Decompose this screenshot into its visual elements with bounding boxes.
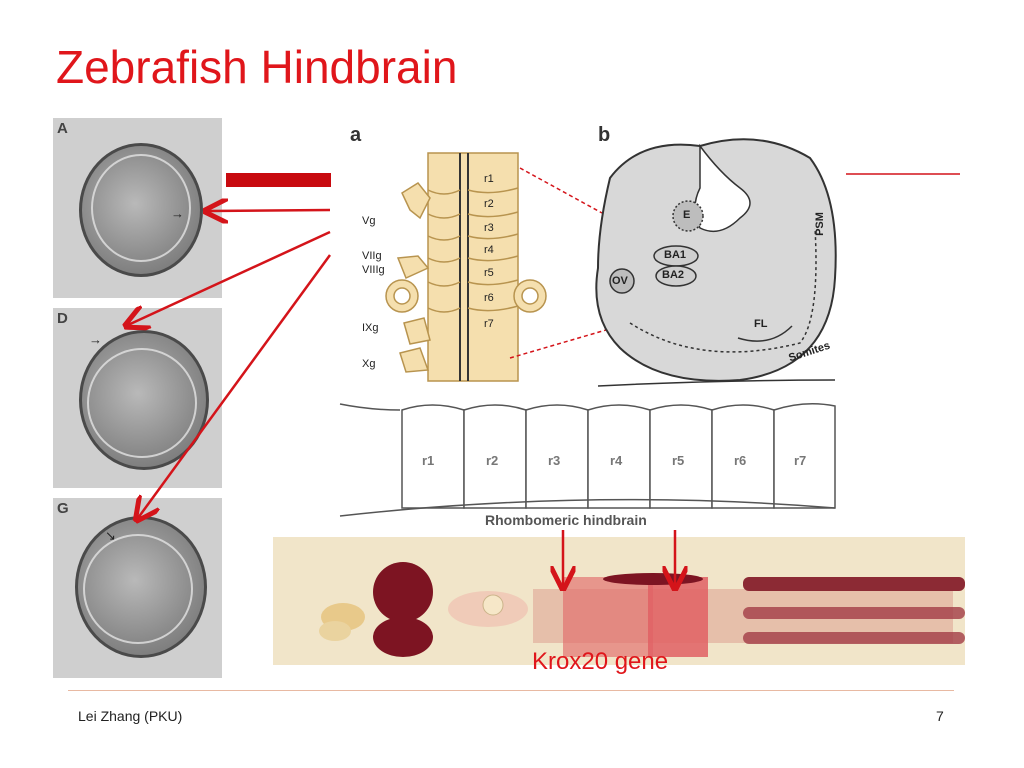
footer-author: Lei Zhang (PKU): [78, 708, 183, 724]
page-number: 7: [936, 708, 944, 724]
ganglion-label: VIIIg: [362, 264, 385, 276]
rhombomere-cell-label: r6: [734, 453, 747, 468]
rhombomere-label: r5: [484, 267, 494, 279]
ganglion-label: VIIg: [362, 250, 382, 262]
panel-label: A: [57, 120, 68, 137]
rhombomere-label: r6: [484, 292, 494, 304]
embryo-photo-a: A →: [53, 118, 222, 298]
structure-label: FL: [754, 318, 768, 330]
embryo-photo-d: D →: [53, 308, 222, 488]
embryo-photo-g: G ↘: [53, 498, 222, 678]
marker-arrow-icon: ↘: [105, 528, 116, 543]
panel-label: G: [57, 500, 69, 517]
rhombomere-label: r4: [484, 244, 494, 256]
ganglion-label: Vg: [362, 215, 376, 227]
hindbrain-diagram-drawing: [385, 138, 837, 387]
rhombomere-cell-label: r2: [486, 453, 499, 468]
rhombomere-label: r1: [484, 173, 494, 185]
rhombomere-cell-label: r4: [610, 453, 623, 468]
structure-label: BA1: [664, 249, 687, 261]
structure-label: E: [683, 209, 691, 221]
ganglion-label: Xg: [362, 358, 376, 370]
slide-title: Zebrafish Hindbrain: [56, 41, 458, 93]
rhombomere-caption: Rhombomeric hindbrain: [485, 512, 647, 528]
rhombomere-cell-label: r5: [672, 453, 685, 468]
marker-arrow-icon: →: [171, 206, 184, 221]
marker-arrow-icon: →: [89, 332, 102, 347]
stain-drawing: [273, 537, 965, 665]
rhombomere-label: r2: [484, 198, 494, 210]
hindbrain-diagram: a b: [340, 118, 837, 393]
diagram-a-label: a: [350, 124, 362, 146]
gene-label: Krox20 gene: [532, 648, 669, 675]
rhombomere-strip: r1 r2 r3 r4 r5 r6 r7: [339, 398, 836, 528]
rhombomere-label: r7: [484, 318, 494, 330]
yolk-ring: [91, 154, 191, 262]
rhombomere-label: r3: [484, 222, 494, 234]
rhombomere-cell-label: r7: [794, 453, 807, 468]
structure-label: BA2: [662, 269, 685, 281]
rhombomere-cell-label: r3: [548, 453, 561, 468]
diagram-b-label: b: [598, 124, 611, 146]
structure-label: OV: [612, 275, 628, 287]
krox20-stain-image: [273, 537, 965, 665]
ganglion-label: IXg: [362, 322, 379, 334]
yolk-ring: [87, 348, 197, 458]
panel-label: D: [57, 310, 68, 327]
rhombomere-cell-label: r1: [422, 453, 435, 468]
footer-divider: [68, 690, 954, 691]
rhombomere-strip-drawing: [339, 403, 836, 517]
yolk-ring: [83, 534, 193, 644]
